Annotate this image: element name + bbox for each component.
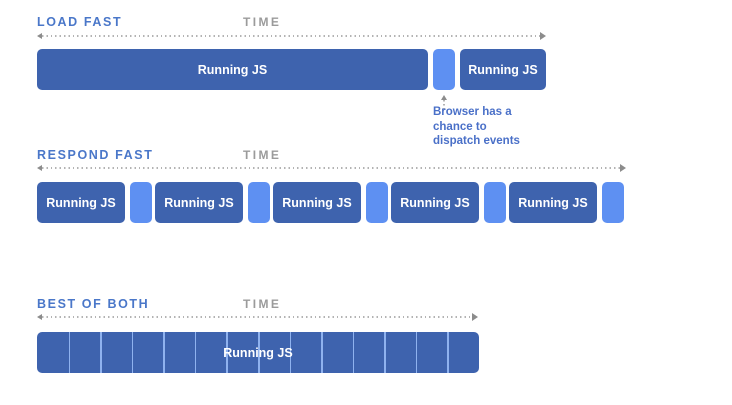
best-of-both-bar: Running JS: [37, 332, 479, 373]
running-js-label: Running JS: [400, 195, 470, 210]
running-js-label: Running JS: [468, 62, 538, 77]
axis-arrow-left-icon: [37, 165, 42, 171]
section-title-respond-fast: RESPOND FAST: [37, 148, 154, 162]
time-axis-label: TIME: [243, 15, 282, 29]
segment-divider: [131, 332, 134, 373]
idle-gap-block: [366, 182, 388, 223]
annotation-text: Browser has a chance to dispatch events: [433, 105, 520, 149]
running-js-block: Running JS: [509, 182, 597, 223]
time-axis-label: TIME: [243, 148, 282, 162]
idle-gap-block: [602, 182, 624, 223]
time-axis: [37, 164, 626, 172]
idle-gap-block: [484, 182, 506, 223]
time-axis: [37, 32, 546, 40]
section-title-best-of-both: BEST OF BOTH: [37, 297, 150, 311]
segment-divider: [100, 332, 102, 373]
segment-divider: [163, 332, 165, 373]
axis-arrow-left-icon: [37, 314, 42, 320]
segment-divider: [68, 332, 71, 373]
segment-divider: [415, 332, 418, 373]
segment-divider: [384, 332, 386, 373]
axis-arrow-left-icon: [37, 33, 42, 39]
segment-divider: [258, 332, 260, 373]
running-js-block: Running JS: [391, 182, 479, 223]
segment-divider: [226, 332, 228, 373]
running-js-block: Running JS: [273, 182, 361, 223]
idle-gap-block: [248, 182, 270, 223]
section-title-load-fast: LOAD FAST: [37, 15, 123, 29]
time-axis: [37, 313, 478, 321]
time-axis-label: TIME: [243, 297, 282, 311]
annotation-arrow-up-icon: [441, 95, 447, 100]
idle-gap-block: [433, 49, 455, 90]
axis-arrow-right-icon: [620, 164, 626, 172]
time-axis-line: [42, 316, 472, 318]
segment-divider: [321, 332, 323, 373]
running-js-label: Running JS: [164, 195, 234, 210]
segment-divider: [447, 332, 449, 373]
running-js-label: Running JS: [46, 195, 116, 210]
running-js-label: Running JS: [223, 345, 293, 360]
idle-gap-block: [130, 182, 152, 223]
time-axis-line: [42, 35, 540, 37]
running-js-label: Running JS: [518, 195, 588, 210]
segment-divider: [194, 332, 197, 373]
running-js-block: Running JS: [155, 182, 243, 223]
running-js-label: Running JS: [197, 62, 268, 77]
axis-arrow-right-icon: [540, 32, 546, 40]
running-js-block: Running JS: [37, 49, 428, 90]
running-js-block: Running JS: [37, 182, 125, 223]
time-axis-line: [42, 167, 620, 169]
segment-divider: [289, 332, 292, 373]
running-js-block: Running JS: [460, 49, 546, 90]
segment-divider: [352, 332, 355, 373]
running-js-label: Running JS: [282, 195, 352, 210]
annotation-line: dispatch events: [433, 135, 520, 148]
annotation-line: Browser has a: [433, 106, 512, 118]
axis-arrow-right-icon: [472, 313, 478, 321]
annotation-arrow-line: [443, 100, 445, 110]
annotation-line: chance to: [433, 120, 487, 133]
